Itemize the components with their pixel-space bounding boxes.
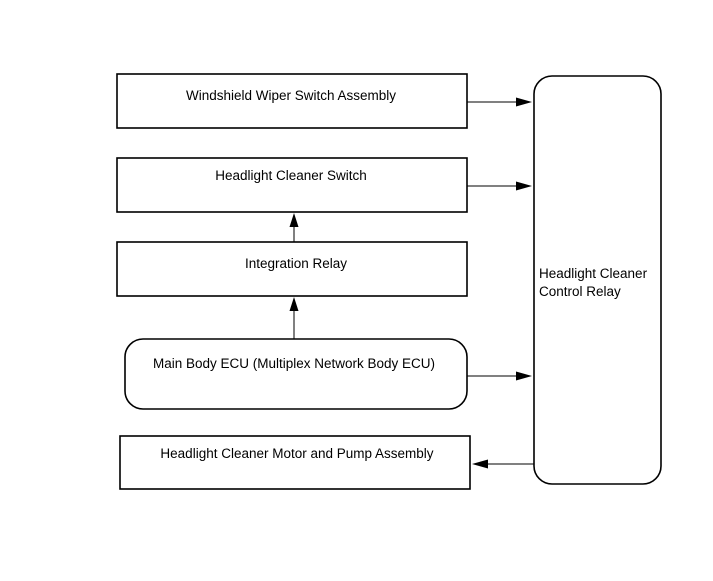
edge-wiper-to-control-relay bbox=[467, 97, 532, 107]
node-motor-pump: Headlight Cleaner Motor and Pump Assembl… bbox=[119, 435, 471, 490]
node-wiper-switch: Windshield Wiper Switch Assembly bbox=[116, 73, 468, 129]
edge-ecu-to-integration-relay bbox=[289, 297, 299, 339]
node-control-relay-label-line-2: Control Relay bbox=[539, 284, 621, 299]
node-cleaner-switch-label: Headlight Cleaner Switch bbox=[215, 168, 367, 183]
node-cleaner-switch: Headlight Cleaner Switch bbox=[116, 157, 468, 213]
node-integration-relay: Integration Relay bbox=[116, 241, 468, 297]
node-motor-pump-label: Headlight Cleaner Motor and Pump Assembl… bbox=[160, 446, 433, 461]
node-main-body-ecu: Main Body ECU (Multiplex Network Body EC… bbox=[124, 338, 468, 410]
node-control-relay: Headlight Cleaner Control Relay bbox=[533, 75, 662, 485]
node-main-body-ecu-label: Main Body ECU (Multiplex Network Body EC… bbox=[153, 356, 435, 371]
edge-ecu-to-control-relay bbox=[467, 371, 532, 381]
edge-integration-to-cleaner-switch bbox=[289, 213, 299, 242]
edges bbox=[289, 97, 534, 469]
node-wiper-switch-label: Windshield Wiper Switch Assembly bbox=[186, 88, 396, 103]
edge-control-relay-to-motor-pump bbox=[472, 459, 534, 469]
node-control-relay-label-line-1: Headlight Cleaner bbox=[539, 266, 648, 281]
node-integration-relay-label: Integration Relay bbox=[245, 256, 347, 271]
edge-cleaner-switch-to-control-relay bbox=[467, 181, 532, 191]
